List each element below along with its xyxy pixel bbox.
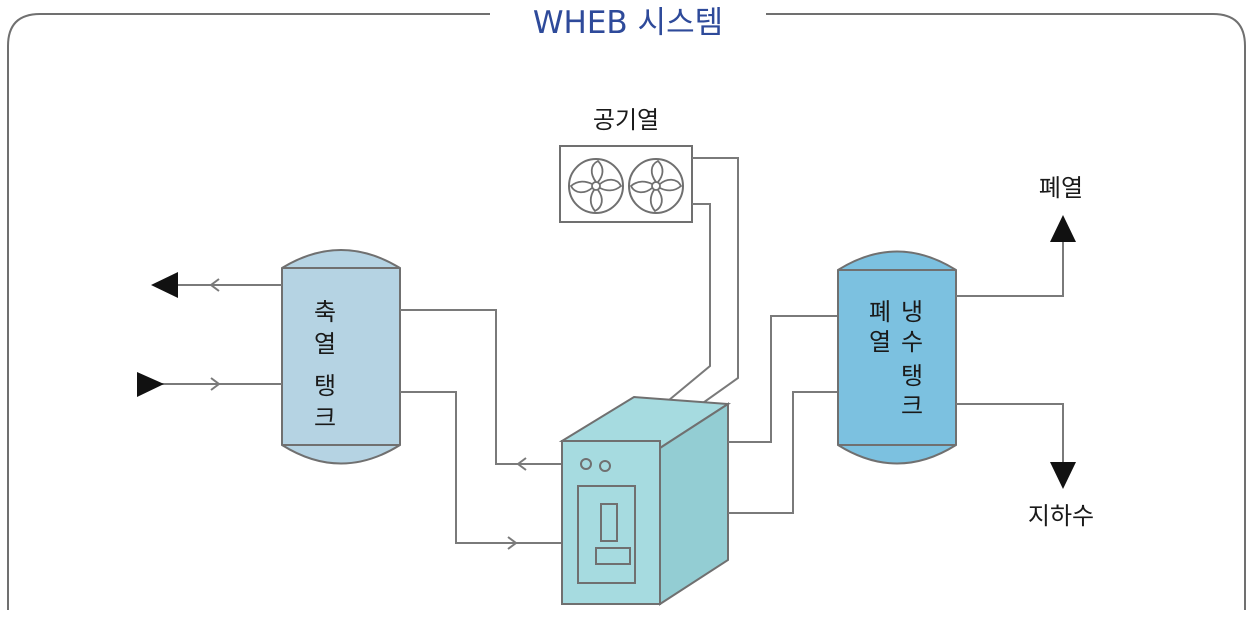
diagram-title: WHEB 시스템 [533,5,723,41]
air-heat-fan-unit [559,145,693,223]
storage-tank-char: 축 [314,298,336,326]
heat-pump-indicator [599,460,611,472]
arrow-up-icon [1050,215,1076,242]
heat-pump-panel [577,485,636,584]
air-heat-label: 공기열 [593,106,659,134]
wastewater-outlet-pipes [956,240,1064,465]
heat-pump-indicator [580,458,592,470]
storage-tank-char: 탱 [314,372,336,400]
wastewater-tank-char: 수 [901,328,923,356]
arrow-down-icon [1050,462,1076,489]
diagram-frame [7,13,1246,610]
storage-heatpump-pipes [400,309,562,550]
arrow-right-icon [137,372,164,397]
storage-tank-external-pipes [162,278,282,391]
fan-icon [628,158,684,214]
waste-heat-label: 폐열 [1039,174,1083,202]
wastewater-tank-char: 폐 [869,298,891,326]
heatpump-wastewater-pipes [728,315,838,514]
wastewater-tank-char: 크 [901,392,923,420]
wastewater-tank-char: 냉 [901,298,923,326]
arrow-left-icon [151,272,178,298]
groundwater-label: 지하수 [1028,502,1094,530]
heat-pump-panel-slot [600,503,618,542]
heat-pump-panel-slot [595,547,631,565]
storage-tank-char: 열 [314,330,336,358]
thermal-storage-tank [281,249,401,465]
fan-icon [568,158,624,214]
heat-pump-unit [558,395,732,606]
storage-tank-char: 크 [314,404,336,432]
wastewater-tank-char: 탱 [901,362,923,390]
wastewater-tank-char: 열 [869,328,891,356]
wastewater-cold-tank [837,250,957,465]
